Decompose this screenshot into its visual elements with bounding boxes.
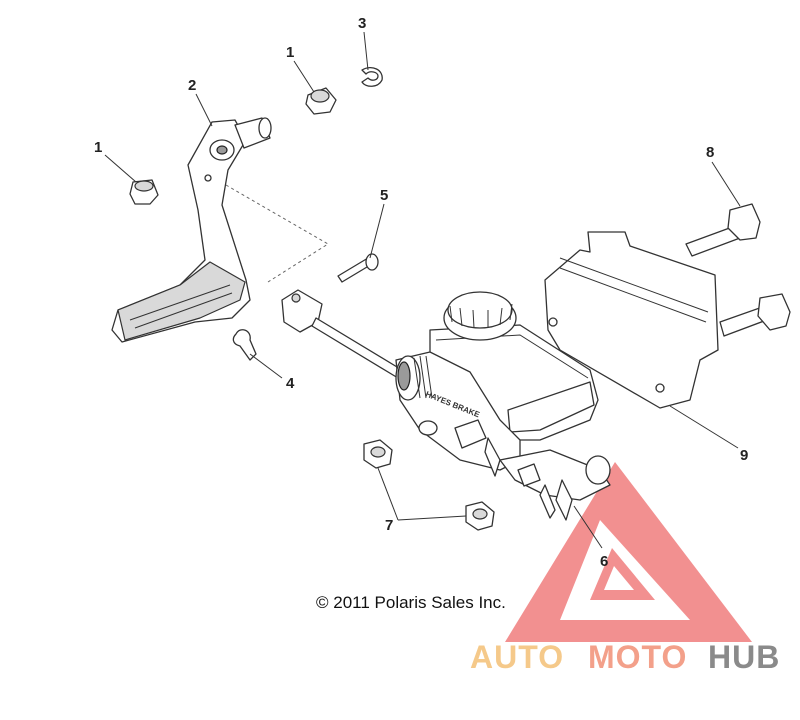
watermark-text: AUTO MOTO HUB (470, 639, 780, 675)
watermark-hub: HUB (708, 639, 780, 675)
watermark-moto: MOTO (588, 639, 687, 675)
callout-2: 2 (188, 77, 196, 94)
callout-6: 6 (600, 553, 608, 570)
master-cylinder: HAYES BRAKE (395, 291, 611, 521)
bushing-left (129, 179, 159, 205)
leader-lines (104, 31, 741, 549)
nut-lower (465, 501, 495, 531)
watermark-logo (505, 462, 752, 642)
callout-9: 9 (740, 447, 748, 464)
callout-8: 8 (706, 144, 714, 161)
brake-pedal (111, 117, 272, 343)
bushing-top (305, 87, 337, 115)
bolt-lower (719, 293, 791, 337)
watermark-auto: AUTO (470, 639, 564, 675)
nut-upper (363, 439, 393, 469)
e-clip (361, 66, 383, 87)
callout-7: 7 (385, 517, 393, 534)
mounting-bracket (544, 231, 719, 409)
cotter-pin (232, 329, 257, 361)
callout-1-left: 1 (94, 139, 102, 156)
callout-5: 5 (380, 187, 388, 204)
callout-3: 3 (358, 15, 366, 32)
bolt-upper (685, 203, 761, 257)
push-rod (281, 289, 403, 379)
callout-4: 4 (286, 375, 295, 392)
watermark-triangle-hole (604, 566, 634, 590)
copyright-text: © 2011 Polaris Sales Inc. (316, 593, 506, 612)
callout-1-top: 1 (286, 44, 294, 61)
clevis-pin (337, 253, 379, 283)
